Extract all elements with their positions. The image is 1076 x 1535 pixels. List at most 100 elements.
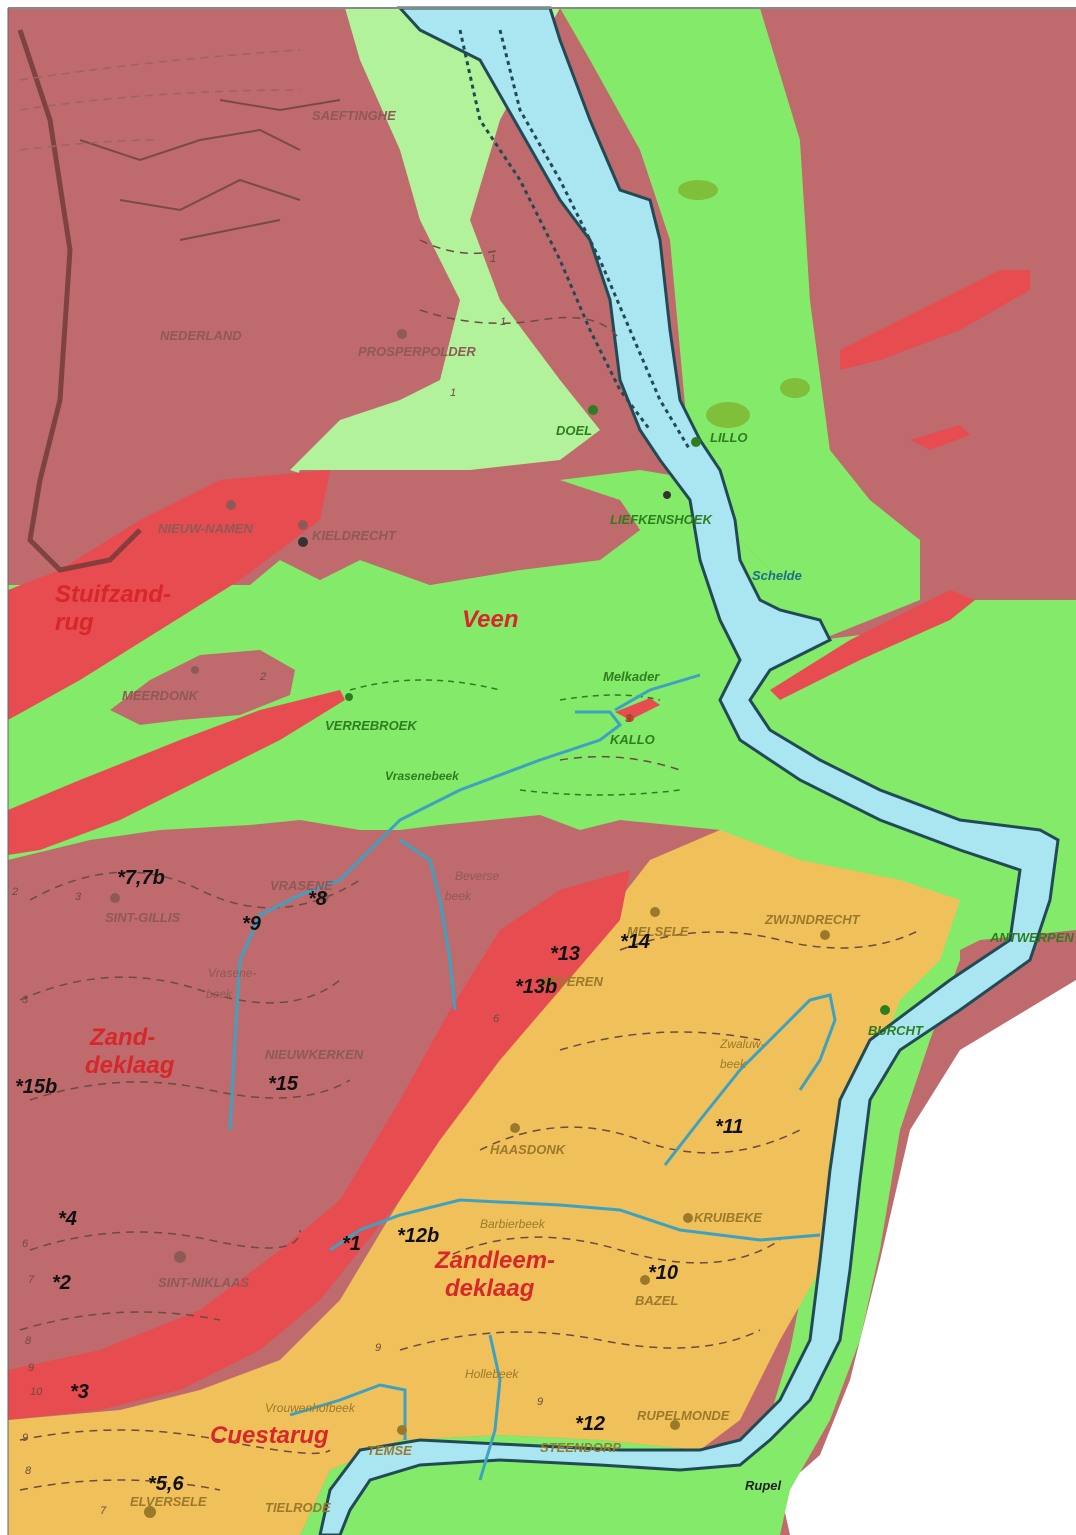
place-elversele: ELVERSELE (130, 1494, 207, 1509)
schelde-river (318, 6, 1060, 1535)
patch-3 (706, 402, 750, 428)
contour-7b: 7 (100, 1505, 107, 1517)
ridge-ne-3 (770, 590, 975, 700)
contour-1c: 1 (450, 387, 456, 399)
site-4: *4 (58, 1208, 77, 1230)
place-lillo: LILLO (710, 430, 748, 445)
place-bazel: BAZEL (635, 1293, 678, 1308)
polder-area (290, 8, 600, 480)
place-nieuwkerken: NIEUWKERKEN (265, 1047, 364, 1062)
place-verrebroek: VERREBROEK (325, 718, 418, 733)
place-kallo: KALLO (610, 732, 655, 747)
site-7-7b: *7,7b (117, 867, 165, 889)
saeftinghe-dashes (19, 49, 301, 151)
place-vrasene: VRASENE (270, 878, 333, 893)
label-hollebeek: Hollebeek (465, 1367, 519, 1381)
place-nederland: NEDERLAND (160, 328, 242, 343)
region-zanddeklaag-1: Zand- (89, 1024, 155, 1051)
place-zwijndrecht: ZWIJNDRECHT (764, 912, 861, 927)
place-meerdonk: MEERDONK (122, 688, 199, 703)
contour-10: 10 (30, 1386, 43, 1398)
site-12: *12 (575, 1413, 605, 1435)
label-vrasenebeek: Vrasenebeek (385, 769, 460, 783)
site-12b: *12b (397, 1225, 439, 1247)
national-border (17, 29, 142, 573)
kieldrecht-island (240, 470, 640, 585)
contour-9d: 9 (537, 1396, 543, 1408)
place-antwerpen: ANTWERPEN (989, 930, 1074, 945)
stuifzandrug-west (8, 470, 330, 720)
region-zanddeklaag-2: deklaag (85, 1052, 175, 1079)
river-sandbank (458, 29, 692, 451)
saeftinghe-channels (79, 99, 341, 241)
contour-7a: 7 (28, 1274, 35, 1286)
contour-6b: 6 (22, 1238, 29, 1250)
site-13b: *13b (515, 976, 557, 998)
outside-area (780, 980, 1076, 1535)
region-zandleemdeklaag-1: Zandleem- (434, 1247, 555, 1274)
contour-2b: 2 (11, 886, 18, 898)
site-15b: *15b (15, 1076, 57, 1098)
cuestarug-red (8, 870, 630, 1420)
label-zwaluw-1: Zwaluw- (719, 1037, 765, 1051)
place-nieuw-namen: NIEUW-NAMEN (158, 521, 253, 536)
region-stuifzandrug-1: Stuifzand- (55, 581, 171, 608)
label-rupel: Rupel (745, 1478, 782, 1493)
place-kieldrecht: KIELDRECHT (312, 528, 397, 543)
place-steendorp: STEENDORP (540, 1440, 621, 1455)
place-liefkenshoek: LIEFKENSHOEK (610, 512, 713, 527)
contour-3b: 3 (22, 994, 29, 1006)
stuifzandrug-middle (8, 690, 345, 855)
contour-lines (19, 239, 921, 1491)
label-vrasene-beek-2: beek (206, 987, 233, 1001)
contour-3c: 3 (625, 713, 632, 725)
site-15: *15 (268, 1073, 299, 1095)
site-1: *1 (342, 1233, 361, 1255)
place-melsele: MELSELE (627, 924, 689, 939)
site-9: *9 (242, 913, 262, 935)
kallo-ridge (615, 698, 660, 720)
site-2: *2 (52, 1272, 71, 1294)
patch-1 (678, 180, 718, 200)
place-haasdonk: HAASDONK (490, 1142, 567, 1157)
veen-area (8, 470, 1076, 960)
label-beverse-2: beek (445, 889, 472, 903)
ridge-ne-1 (840, 270, 1030, 370)
label-vrasene-beek-1: Vrasene- (208, 966, 256, 980)
place-melkader: Melkader (603, 669, 660, 684)
contour-9b: 9 (22, 1432, 28, 1444)
contour-8b: 8 (25, 1465, 32, 1477)
streams (228, 673, 837, 1481)
place-rupelmonde: RUPELMONDE (637, 1408, 730, 1423)
region-cuestarug: Cuestarug (210, 1422, 329, 1449)
contour-1b: 1 (500, 316, 506, 328)
label-vrouwenhofbeek: Vrouwenhofbeek (265, 1401, 356, 1415)
site-10: *10 (648, 1262, 678, 1284)
place-tielrode: TIELRODE (265, 1500, 331, 1515)
region-zandleemdeklaag-2: deklaag (445, 1275, 535, 1302)
place-sint-gillis: SINT-GILLIS (105, 910, 180, 925)
contour-2a: 2 (259, 671, 266, 683)
contour-1a: 1 (490, 253, 496, 265)
place-markers (110, 329, 890, 1518)
zandleem-area (8, 830, 960, 1535)
region-veen: Veen (462, 606, 518, 633)
region-stuifzandrug-2: rug (55, 609, 94, 636)
place-doel: DOEL (556, 423, 592, 438)
label-beverse-1: Beverse (455, 869, 499, 883)
site-14: *14 (620, 931, 650, 953)
ridge-ne-2 (910, 425, 970, 450)
site-5-6: *5,6 (148, 1473, 184, 1495)
east-block (760, 8, 1076, 600)
contour-8a: 8 (25, 1335, 32, 1347)
place-kruibeke: KRUIBEKE (694, 1210, 762, 1225)
place-beveren: BEVEREN (540, 974, 603, 989)
place-prosperpolder: PROSPERPOLDER (358, 344, 476, 359)
site-13: *13 (550, 943, 580, 965)
site-3: *3 (70, 1381, 89, 1403)
place-saeftinghe: SAEFTINGHE (312, 108, 396, 123)
place-sint-niklaas: SINT-NIKLAAS (158, 1275, 249, 1290)
veen-dashed (349, 679, 681, 796)
place-temse: TEMSE (367, 1443, 412, 1458)
